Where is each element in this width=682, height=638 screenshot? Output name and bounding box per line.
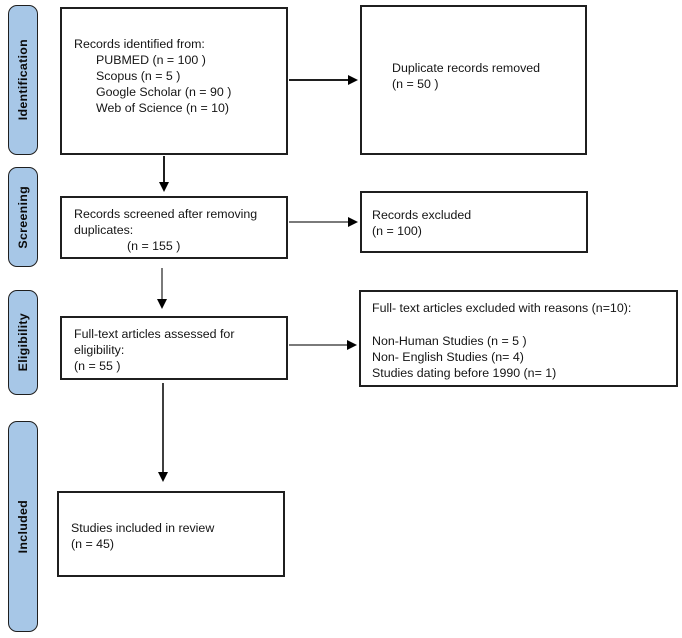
connector-assessed-to-fulltext-excluded: [289, 344, 347, 346]
stage-bar-identification: Identification: [8, 5, 38, 155]
stage-bar-included: Included: [8, 421, 38, 632]
assessed-line-2: eligibility:: [74, 343, 125, 357]
assessed-count: (n = 55 ): [74, 359, 121, 373]
source-pubmed: PUBMED (n = 100 ): [96, 53, 206, 67]
stage-bar-eligibility: Eligibility: [8, 290, 38, 395]
flow-box-records-screened: Records screened after removing duplicat…: [60, 196, 288, 259]
connector-identified-to-screened: [163, 156, 165, 183]
screened-count: (n = 155 ): [127, 239, 181, 253]
records-excluded-count: (n = 100): [372, 224, 422, 238]
reason-non-english: Non- English Studies (n= 4): [372, 350, 524, 364]
blank-line: [372, 316, 668, 333]
stage-bar-screening: Screening: [8, 167, 38, 267]
source-scopus: Scopus (n = 5 ): [96, 69, 181, 83]
stage-label-eligibility: Eligibility: [16, 313, 30, 372]
flow-box-fulltext-assessed: Full-text articles assessed for eligibil…: [60, 316, 288, 380]
right-arrow-icon: [348, 217, 358, 227]
stage-label-included: Included: [16, 499, 30, 554]
down-arrow-icon: [158, 472, 168, 482]
source-web-of-science: Web of Science (n = 10): [96, 101, 230, 115]
flow-box-fulltext-excluded: Full- text articles excluded with reason…: [359, 290, 678, 387]
source-google-scholar: Google Scholar (n = 90 ): [96, 85, 232, 99]
assessed-line-1: Full-text articles assessed for: [74, 327, 235, 341]
stage-label-screening: Screening: [16, 185, 30, 249]
duplicates-removed-count: (n = 50 ): [392, 77, 439, 91]
connector-screened-to-assessed: [161, 268, 163, 300]
flow-box-records-identified: Records identified from: PUBMED (n = 100…: [60, 7, 288, 155]
duplicates-removed-line: Duplicate records removed: [392, 61, 541, 75]
stage-label-identification: Identification: [16, 39, 30, 121]
reason-non-human: Non-Human Studies (n = 5 ): [372, 334, 527, 348]
connector-assessed-to-included: [162, 383, 164, 473]
down-arrow-icon: [159, 182, 169, 192]
included-count: (n = 45): [71, 537, 115, 551]
flow-box-records-excluded: Records excluded (n = 100): [360, 191, 588, 253]
right-arrow-icon: [348, 75, 358, 85]
included-line: Studies included in review: [71, 521, 215, 535]
flow-box-duplicates-removed: Duplicate records removed (n = 50 ): [360, 5, 587, 155]
down-arrow-icon: [157, 299, 167, 309]
flow-box-studies-included: Studies included in review (n = 45): [57, 491, 285, 577]
right-arrow-icon: [347, 340, 357, 350]
reason-before-1990: Studies dating before 1990 (n= 1): [372, 366, 557, 380]
fulltext-excluded-title: Full- text articles excluded with reason…: [372, 301, 632, 315]
records-excluded-line: Records excluded: [372, 208, 472, 222]
screened-line-2: duplicates:: [74, 223, 134, 237]
records-identified-title: Records identified from:: [74, 37, 205, 51]
connector-identified-to-duplicates: [289, 79, 348, 81]
connector-screened-to-excluded: [289, 221, 348, 223]
screened-line-1: Records screened after removing: [74, 207, 258, 221]
